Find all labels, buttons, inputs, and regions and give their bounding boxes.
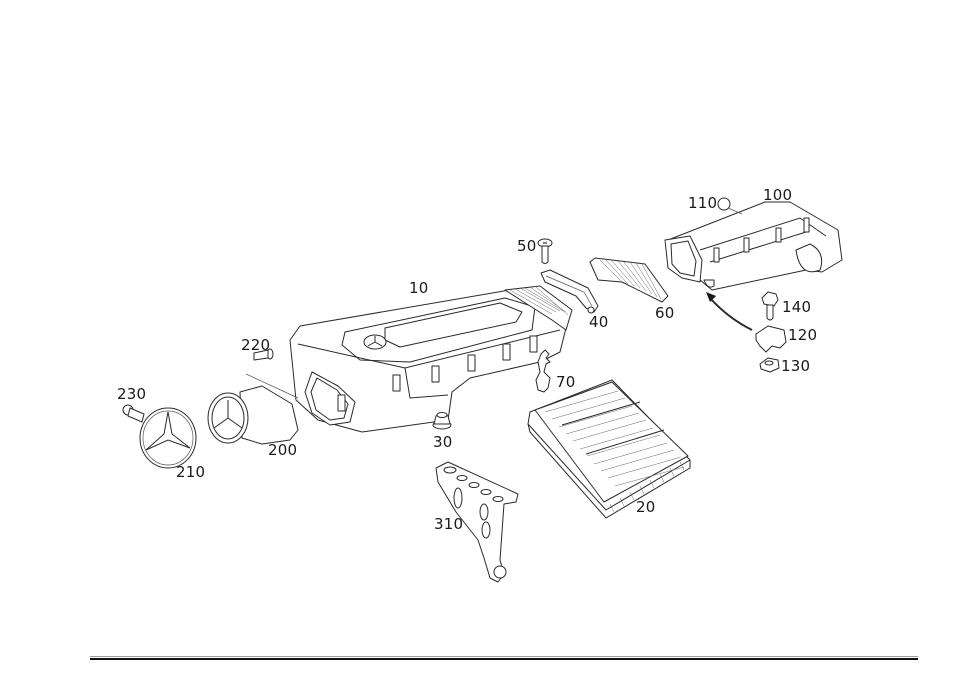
footer-rule <box>90 658 918 660</box>
part-label-10: 10 <box>409 279 429 297</box>
part-label-120: 120 <box>788 326 818 344</box>
part-label-60: 60 <box>655 304 675 322</box>
part-200-snorkel-drawing <box>207 373 299 445</box>
part-label-20: 20 <box>636 498 656 516</box>
part-label-70: 70 <box>556 373 576 391</box>
part-label-200: 200 <box>268 441 298 459</box>
part-310-bracket-drawing <box>435 461 519 583</box>
part-140-bolt-drawing <box>761 291 779 321</box>
part-120-clip-drawing <box>755 325 787 353</box>
part-label-310: 310 <box>434 515 464 533</box>
part-40-seal-drawing <box>540 269 599 314</box>
part-110-oring-drawing <box>717 197 743 215</box>
part-label-130: 130 <box>781 357 811 375</box>
part-label-40: 40 <box>589 313 609 331</box>
part-label-210: 210 <box>176 463 206 481</box>
part-130-nut-drawing <box>759 357 780 373</box>
part-20-filter-drawing <box>527 379 691 519</box>
part-230-screw-drawing <box>122 404 145 423</box>
part-label-100: 100 <box>763 186 793 204</box>
part-50-screw-drawing <box>537 238 553 264</box>
part-220-screw-drawing <box>253 348 274 361</box>
part-label-30: 30 <box>433 433 453 451</box>
part-label-220: 220 <box>241 336 271 354</box>
arrow-icon <box>706 292 716 302</box>
part-label-110: 110 <box>688 194 718 212</box>
part-70-fastener-drawing <box>535 349 551 393</box>
part-label-230: 230 <box>117 385 147 403</box>
part-60-bellows-drawing <box>589 257 669 303</box>
footer-rule-thin <box>90 656 918 657</box>
part-30-grommet-drawing <box>432 412 452 430</box>
part-label-140: 140 <box>782 298 812 316</box>
part-label-50: 50 <box>517 237 537 255</box>
part-210-emblem-drawing <box>139 407 197 469</box>
part-100-duct-drawing <box>664 201 843 291</box>
part-10-housing-drawing <box>289 285 573 433</box>
